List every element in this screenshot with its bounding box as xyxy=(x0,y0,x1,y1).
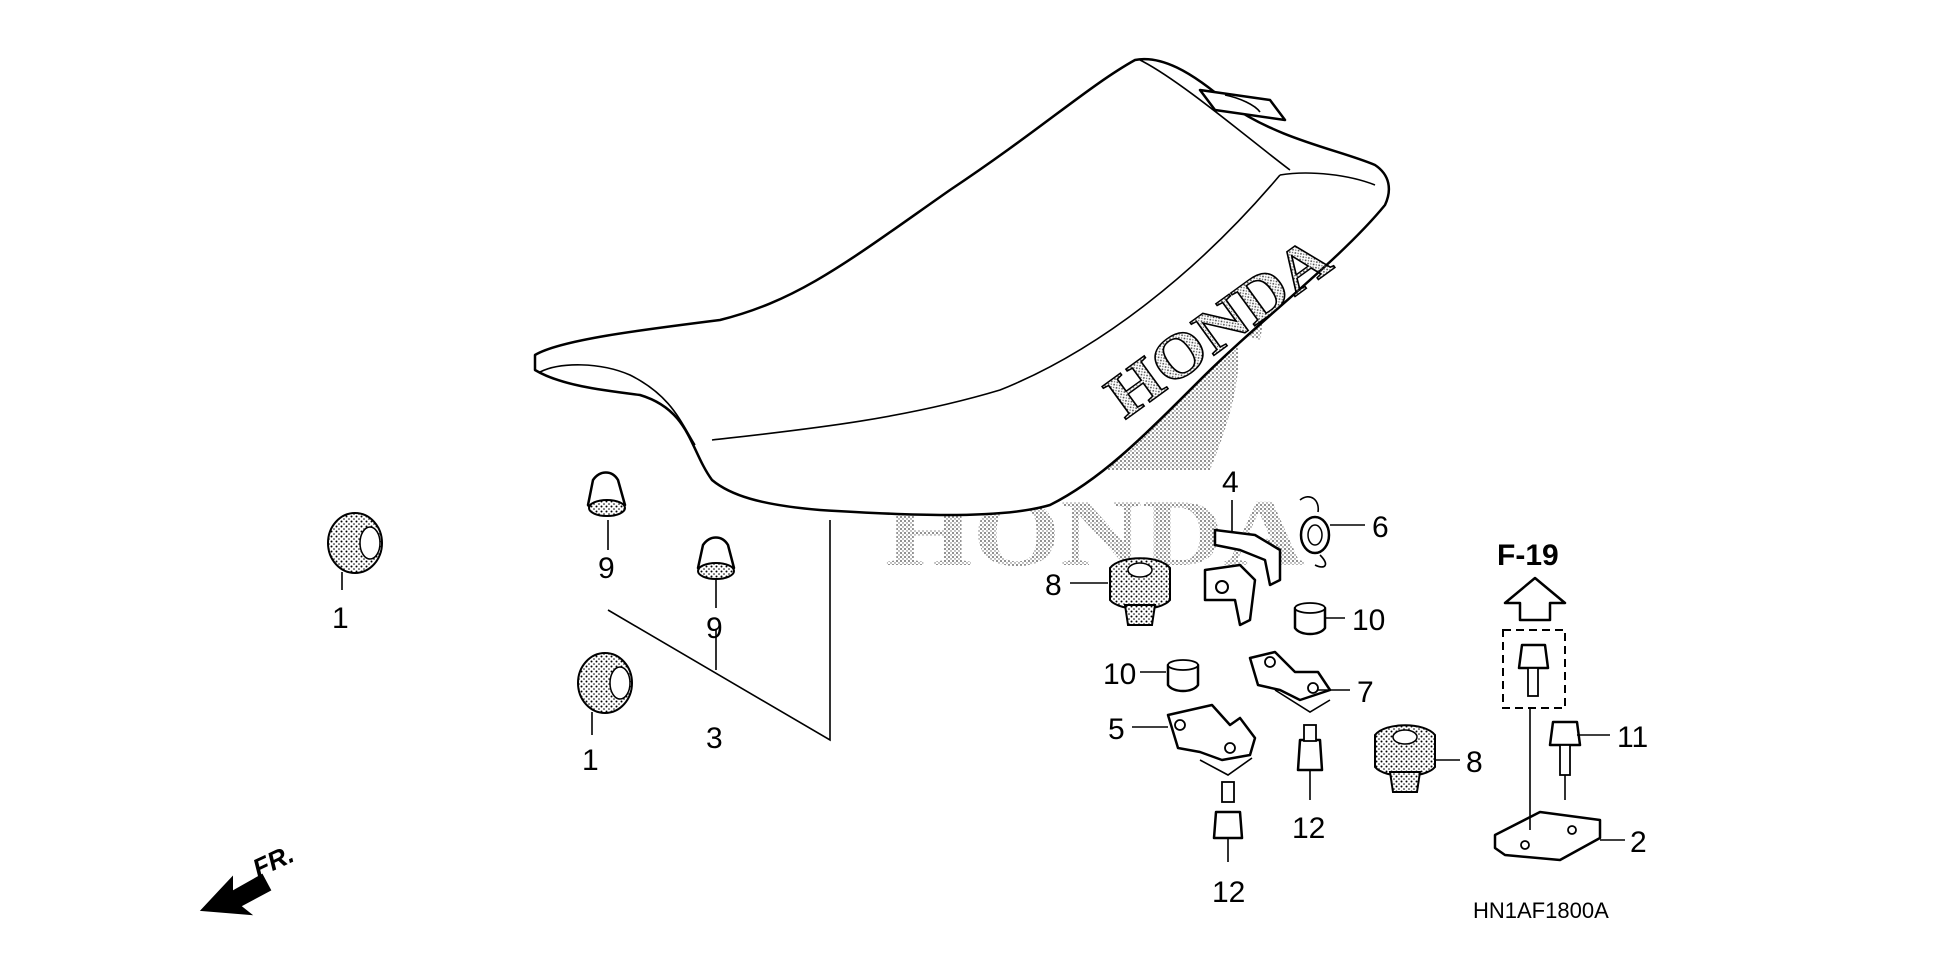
callout-12-left: 12 xyxy=(1212,876,1245,909)
callout-12-center: 12 xyxy=(1292,812,1325,845)
bolt-part-12-center xyxy=(1296,724,1324,800)
plate-part-2 xyxy=(1493,708,1602,862)
leader-5-bolt xyxy=(1199,757,1253,776)
callout-1-left: 1 xyxy=(332,602,349,635)
leader-3-group xyxy=(607,520,831,742)
seat: HONDA xyxy=(533,57,1391,517)
cushion-part-1-lower xyxy=(577,652,633,714)
up-arrow-icon xyxy=(1503,576,1567,622)
bracket-part-7 xyxy=(1248,650,1332,702)
rubber-part-9-lower xyxy=(696,536,736,580)
collar-part-10-right xyxy=(1293,602,1327,636)
diagram-code: HN1AF1800A xyxy=(1473,898,1609,923)
front-label: FR. xyxy=(248,839,299,884)
callout-1-lower: 1 xyxy=(582,744,599,777)
spring-part-6 xyxy=(1299,496,1331,568)
latch-hook-part-4 xyxy=(1203,528,1282,627)
bolt-part-11 xyxy=(1548,720,1582,800)
front-arrow-icon xyxy=(199,873,272,916)
callout-11: 11 xyxy=(1617,721,1648,754)
callout-3: 3 xyxy=(706,722,723,755)
callout-leaders xyxy=(341,500,1625,841)
callout-8-upper: 8 xyxy=(1045,569,1062,602)
callout-4: 4 xyxy=(1222,466,1239,499)
callout-2: 2 xyxy=(1630,826,1647,859)
bolt-part-12-left xyxy=(1212,781,1244,862)
bracket-part-5 xyxy=(1166,703,1257,762)
front-direction-indicator: FR. xyxy=(199,839,299,916)
castle-nut-part-8-upper xyxy=(1109,557,1171,626)
castle-nut-part-8-lower xyxy=(1374,724,1436,793)
callout-10-right: 10 xyxy=(1352,604,1385,637)
callout-6: 6 xyxy=(1372,511,1389,544)
leader-7-bolt xyxy=(1274,689,1331,713)
callout-10-left: 10 xyxy=(1103,658,1136,691)
callout-9-upper: 9 xyxy=(598,552,615,585)
reference-box xyxy=(1502,576,1567,709)
rubber-part-9-upper xyxy=(586,471,627,517)
callout-8-lower: 8 xyxy=(1466,746,1483,779)
cushion-part-1-left xyxy=(327,512,383,574)
callout-7: 7 xyxy=(1357,676,1374,709)
callout-9-lower: 9 xyxy=(706,612,723,645)
callout-5: 5 xyxy=(1108,713,1125,746)
reference-label: F-19 xyxy=(1497,539,1559,572)
collar-part-10-left xyxy=(1166,659,1200,693)
